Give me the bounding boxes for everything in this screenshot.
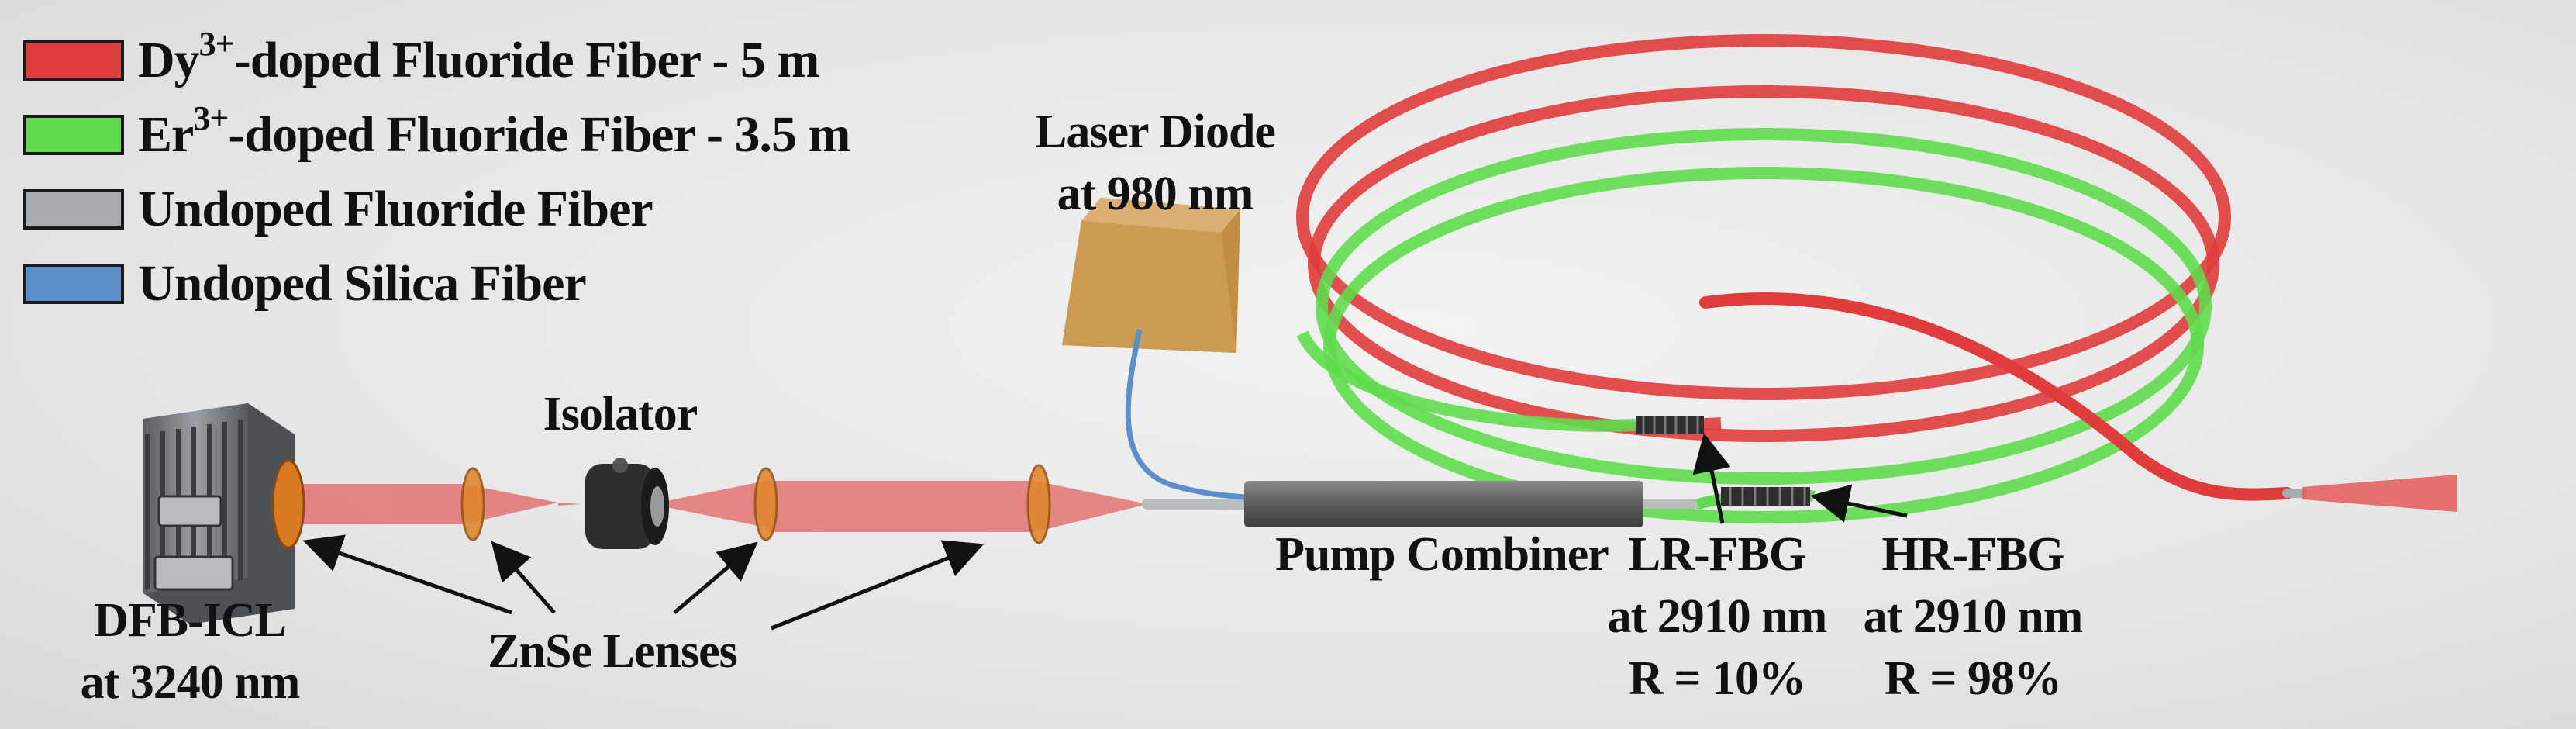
- legend-swatch-gray: [23, 189, 124, 230]
- laser-diode-label: Laser Diode at 980 nm: [1035, 105, 1276, 220]
- legend-swatch-red: [23, 40, 124, 81]
- isolator-icon: [585, 458, 669, 549]
- legend-label: Er3+-doped Fluoride Fiber - 3.5 m: [138, 99, 851, 164]
- dfb-icl-label: DFB-ICL at 3240 nm: [80, 594, 301, 709]
- legend-label: Undoped Silica Fiber: [138, 255, 587, 312]
- isolator-label: Isolator: [543, 388, 698, 441]
- legend-swatch-green: [23, 115, 124, 155]
- znse-lenses-label: ZnSe Lenses: [488, 625, 737, 678]
- laser-diode-box-icon: [1062, 198, 1240, 353]
- annotation-arrows: [302, 433, 1908, 631]
- legend: Dy3+-doped Fluoride Fiber - 5 m Er3+-dop…: [23, 23, 851, 321]
- legend-label: Dy3+-doped Fluoride Fiber - 5 m: [138, 25, 819, 89]
- hr-fbg-label: HR-FBG at 2910 nm R = 98%: [1863, 528, 2084, 705]
- legend-swatch-blue: [23, 264, 124, 304]
- fiber-coil-icon: [1296, 34, 2307, 523]
- legend-item-undoped-fluoride: Undoped Fluoride Fiber: [23, 172, 850, 247]
- legend-item-undoped-silica: Undoped Silica Fiber: [23, 247, 850, 321]
- lr-fbg-label: LR-FBG at 2910 nm R = 10%: [1607, 528, 1828, 705]
- legend-item-dy-fiber: Dy3+-doped Fluoride Fiber - 5 m: [23, 23, 850, 98]
- hr-fbg-icon: [1721, 487, 1810, 506]
- output-beam: [2302, 475, 2457, 512]
- free-space-beam: [288, 481, 1147, 532]
- znse-lens-icon: [460, 464, 1051, 544]
- dfb-icl-laser-module-icon: [143, 403, 305, 624]
- pump-combiner-label: Pump Combiner: [1275, 528, 1609, 581]
- legend-label: Undoped Fluoride Fiber: [138, 181, 653, 237]
- undoped-silica-pump-fiber: [1125, 329, 1257, 501]
- pump-combiner-icon: [1244, 481, 1643, 527]
- lr-fbg-icon: [1636, 416, 1704, 434]
- legend-item-er-fiber: Er3+-doped Fluoride Fiber - 3.5 m: [23, 98, 851, 172]
